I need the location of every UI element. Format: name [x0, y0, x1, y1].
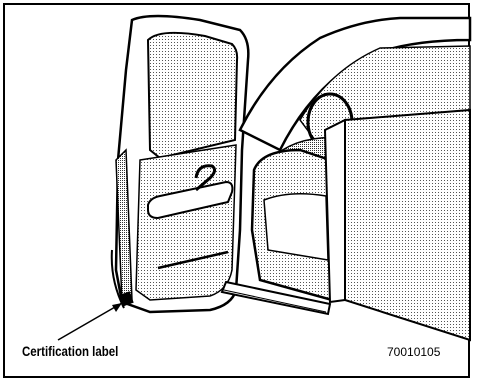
certification-label-caption: Certification label	[22, 343, 118, 359]
open-door	[112, 16, 249, 312]
vehicle-body	[222, 18, 470, 340]
figure-code: 70010105	[387, 345, 440, 359]
callout-leader	[58, 303, 122, 340]
